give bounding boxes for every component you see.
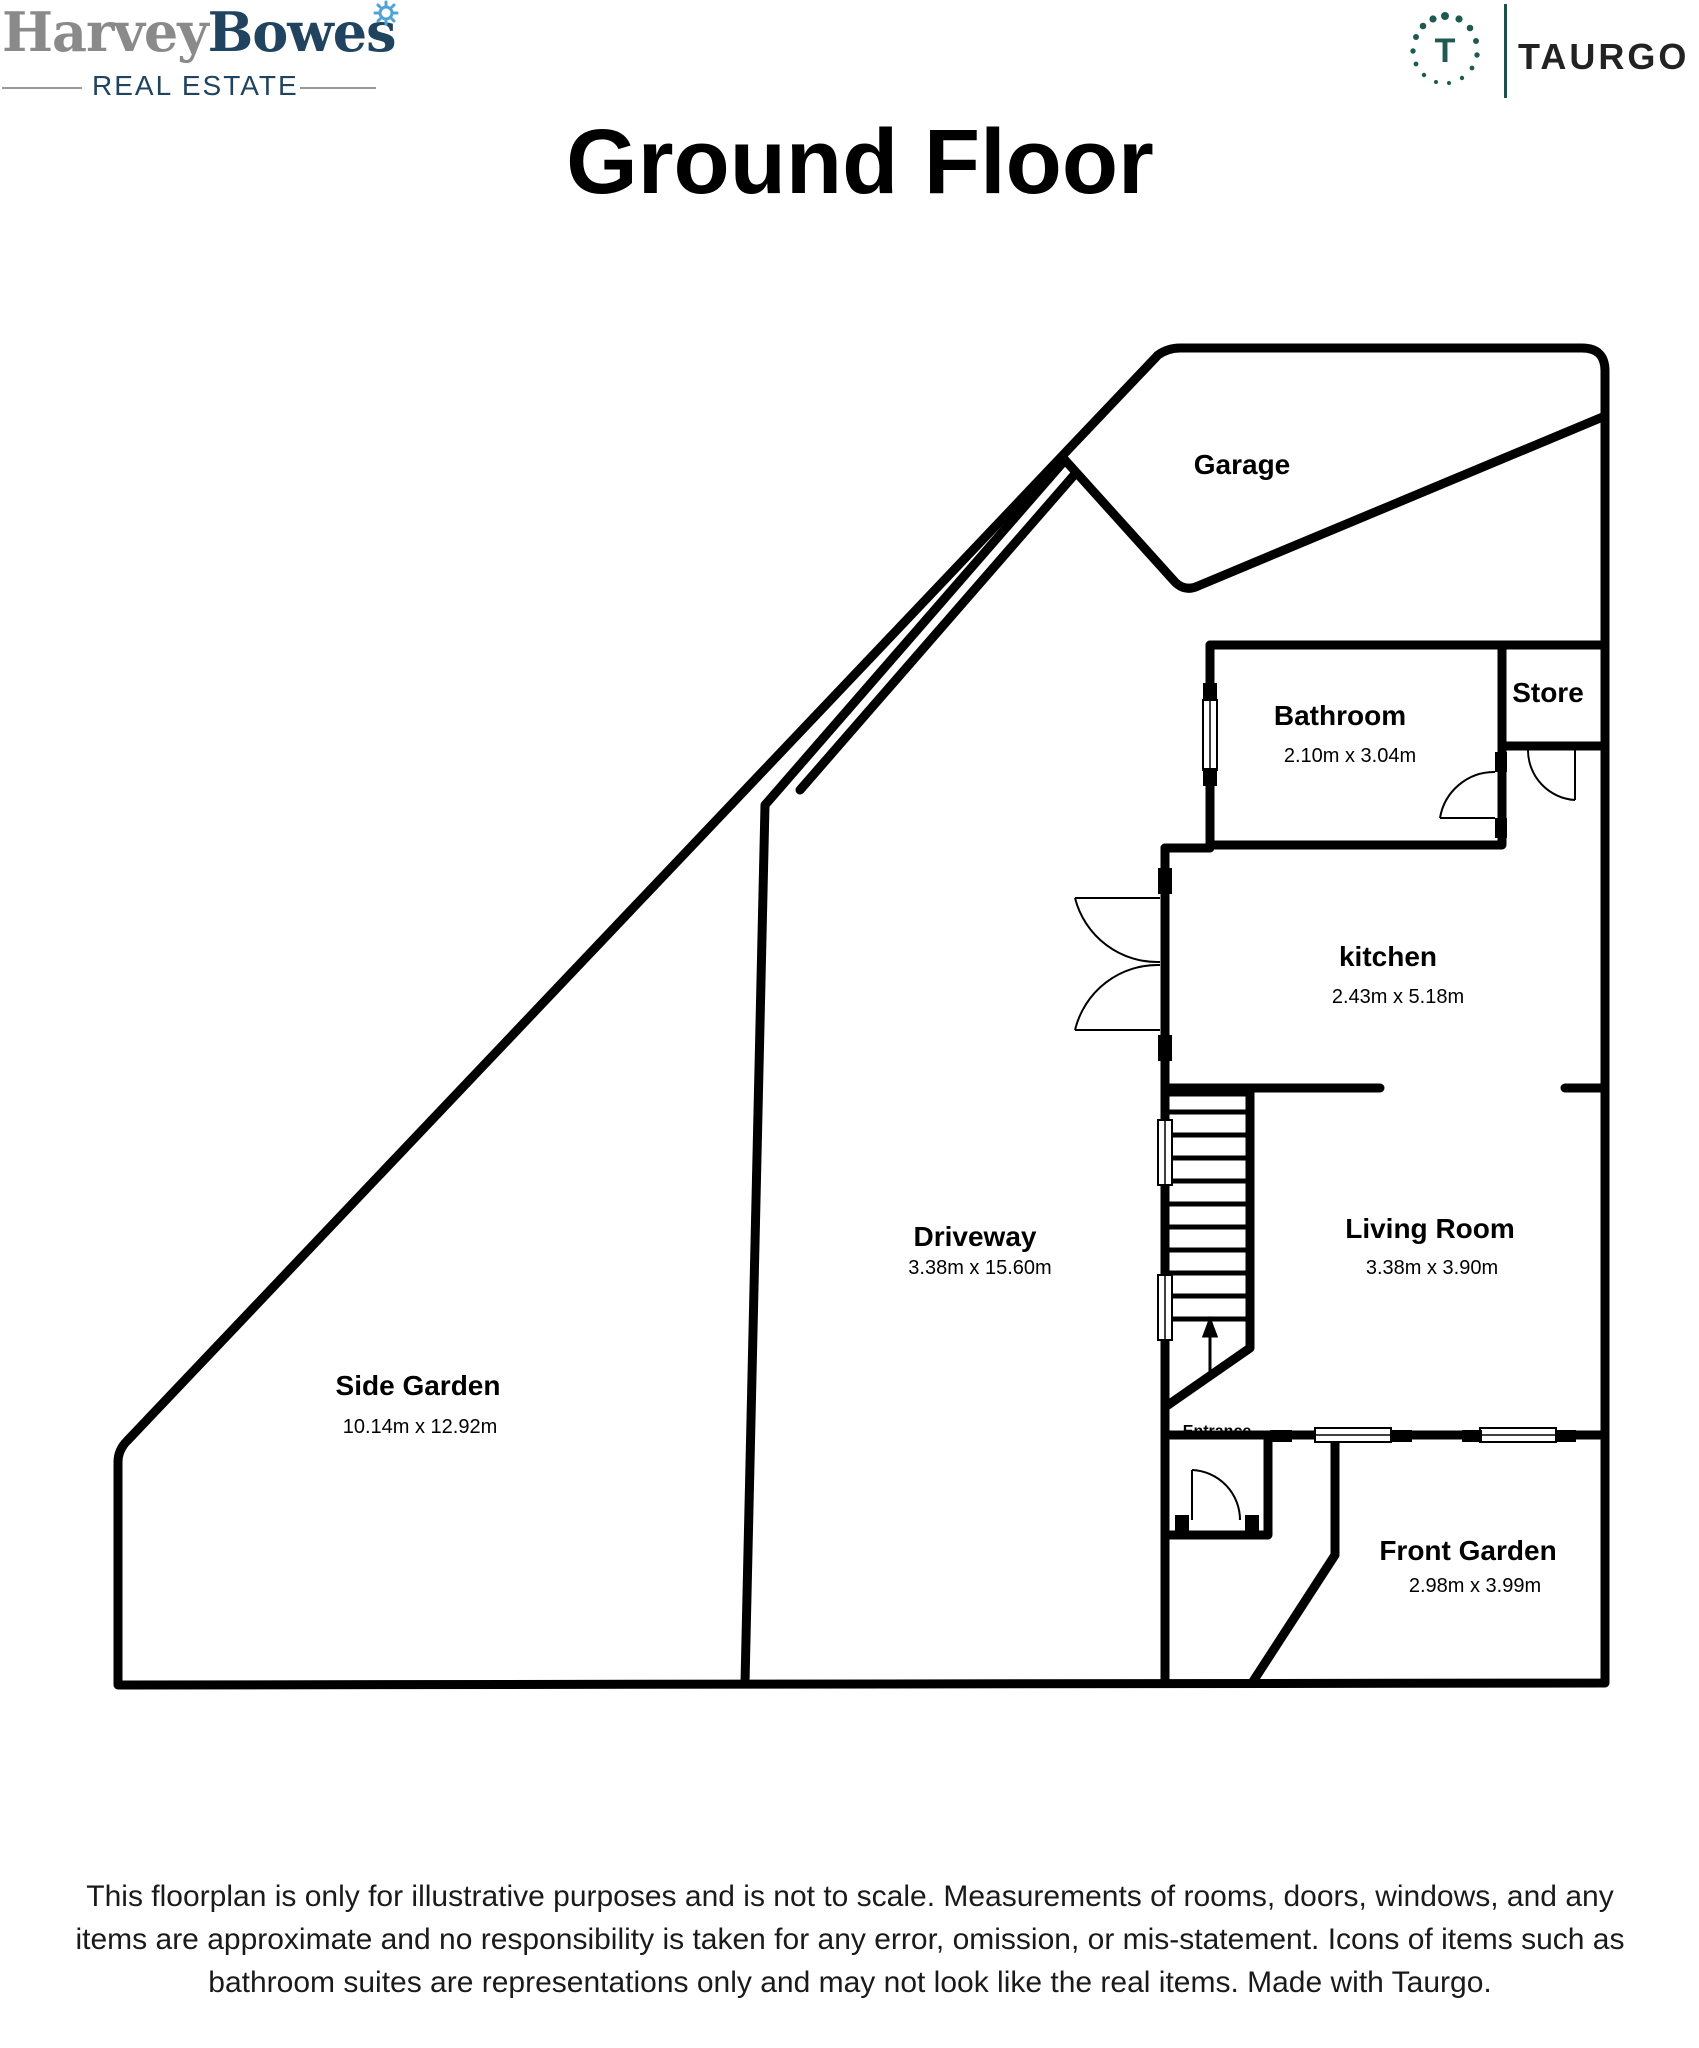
- agency-logo: HarveyBowes REAL ESTATE: [0, 0, 410, 104]
- garage-wall: [1060, 411, 1610, 593]
- page-title: Ground Floor: [566, 111, 1154, 213]
- driveway-diagonal-wall: [795, 469, 1080, 795]
- bathroom-dims: 2.10m x 3.04m: [1284, 745, 1416, 767]
- doors: [1074, 749, 1576, 1521]
- living-room-label: Living Room: [1345, 1213, 1515, 1244]
- bathroom-label: Bathroom: [1274, 700, 1406, 731]
- disclaimer-text: This floorplan is only for illustrative …: [75, 1880, 1625, 1999]
- agency-subtitle: REAL ESTATE: [92, 70, 299, 101]
- side-garden-dims: 10.14m x 12.92m: [343, 1416, 498, 1438]
- store-door-icon: [1526, 749, 1576, 801]
- agency-rule-right: [300, 87, 376, 89]
- front-garden-wall: [1247, 1432, 1340, 1688]
- partner-letter: T: [1435, 32, 1456, 70]
- living-room-dims: 3.38m x 3.90m: [1366, 1257, 1498, 1279]
- entrance-label: Entrance: [1183, 1423, 1252, 1440]
- side-garden-label: Side Garden: [336, 1370, 501, 1401]
- kitchen-label: kitchen: [1339, 941, 1437, 972]
- agency-wordmark: HarveyBowes: [2, 0, 397, 64]
- partner-logo: T TAURGO: [1405, 0, 1699, 104]
- agency-rule-left: [2, 87, 82, 89]
- plot-outline: [113, 343, 1610, 1690]
- garage-label: Garage: [1194, 449, 1291, 480]
- windows: [1157, 699, 1557, 1443]
- front-garden-label: Front Garden: [1379, 1535, 1556, 1566]
- door-jambs: [1158, 683, 1576, 1533]
- driveway-label: Driveway: [914, 1221, 1037, 1252]
- partner-divider: [1504, 4, 1507, 98]
- side-garden-diagonal-wall: [740, 455, 1070, 1688]
- stair-treads: [1168, 1109, 1250, 1322]
- bathroom-door-icon: [1439, 770, 1496, 819]
- stair-arrow-icon: [1201, 1315, 1219, 1375]
- partner-wordmark: TAURGO: [1518, 36, 1690, 77]
- stairs-outline: [1163, 1087, 1255, 1410]
- partner-ring-icon: T: [1410, 12, 1480, 85]
- front-garden-dims: 2.98m x 3.99m: [1409, 1575, 1541, 1597]
- agency-name-part2: Bowes: [207, 0, 397, 64]
- kitchen-dims: 2.43m x 5.18m: [1332, 986, 1464, 1008]
- store-label: Store: [1512, 677, 1584, 708]
- entrance-right-wall: [1163, 1430, 1273, 1540]
- french-door-icon: [1074, 897, 1161, 1031]
- gear-icon: [373, 0, 399, 26]
- entrance-door-icon: [1191, 1469, 1242, 1521]
- agency-name-part1: Harvey: [2, 0, 209, 64]
- driveway-dims: 3.38m x 15.60m: [908, 1257, 1051, 1279]
